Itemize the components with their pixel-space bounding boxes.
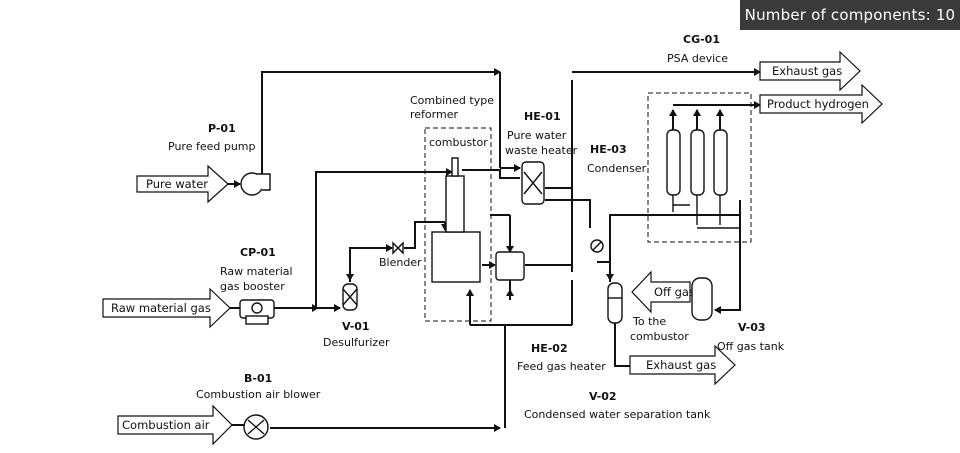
svg-text:Condenser: Condenser <box>587 162 647 175</box>
desulfurizer <box>342 283 358 311</box>
label-he01: HE-01 Pure water waste heater <box>505 110 578 157</box>
svg-text:CG-01: CG-01 <box>683 33 720 46</box>
label-v02: V-02 Condensed water separation tank <box>524 390 711 421</box>
svg-text:Exhaust gas: Exhaust gas <box>772 64 842 78</box>
off-gas-outlet-arrow: Off gas <box>631 270 695 314</box>
off-gas-tank <box>691 277 713 321</box>
condenser <box>590 239 604 253</box>
condensed-water-separation-tank <box>607 282 623 324</box>
feed-gas-heater <box>495 251 525 281</box>
combined-type-reformer <box>431 157 481 283</box>
label-cp01: CP-01 Raw material gas booster <box>220 246 293 293</box>
label-reformer: Combined type reformer combustor <box>410 94 494 149</box>
raw-material-gas-inlet-arrow: Raw material gas <box>102 287 231 329</box>
blender <box>392 241 404 255</box>
label-v03: V-03 Off gas tank <box>717 321 785 353</box>
label-he02: HE-02 Feed gas heater <box>517 342 606 373</box>
exhaust-gas-bottom-outlet-arrow: Exhaust gas <box>629 344 736 386</box>
svg-text:V-03: V-03 <box>738 321 766 334</box>
svg-text:Pure water: Pure water <box>146 177 208 191</box>
pure-feed-pump <box>240 172 271 196</box>
label-cg01: CG-01 PSA device <box>667 33 728 65</box>
exhaust-gas-top-outlet-arrow: Exhaust gas <box>759 50 861 92</box>
label-blender: Blender <box>379 256 422 269</box>
svg-text:CP-01: CP-01 <box>240 246 276 259</box>
component-count-badge: Number of components: 10 <box>740 0 960 30</box>
psa-device-boundary <box>647 92 752 243</box>
svg-text:Combustion air blower: Combustion air blower <box>196 388 321 401</box>
svg-text:combustor: combustor <box>630 330 689 343</box>
svg-text:reformer: reformer <box>410 108 458 121</box>
svg-text:B-01: B-01 <box>244 372 272 385</box>
svg-text:HE-02: HE-02 <box>531 342 568 355</box>
svg-text:V-02: V-02 <box>589 390 617 403</box>
svg-text:combustor: combustor <box>429 136 488 149</box>
svg-text:Condensed water separation tan: Condensed water separation tank <box>524 408 711 421</box>
svg-text:PSA device: PSA device <box>667 52 728 65</box>
pure-water-waste-heater <box>521 161 545 205</box>
svg-text:V-01: V-01 <box>342 320 370 333</box>
label-v01: V-01 Desulfurizer <box>323 320 390 349</box>
svg-text:Product hydrogen: Product hydrogen <box>767 97 869 111</box>
svg-text:Exhaust gas: Exhaust gas <box>646 358 716 372</box>
label-b01: B-01 Combustion air blower <box>196 372 321 401</box>
combustion-air-blower <box>243 414 269 440</box>
label-p01: P-01 Pure feed pump <box>168 122 256 153</box>
svg-text:HE-01: HE-01 <box>524 110 561 123</box>
psa-columns <box>666 129 728 196</box>
svg-text:Combustion air: Combustion air <box>122 418 210 432</box>
combined-reformer-boundary <box>424 127 492 322</box>
svg-text:waste heater: waste heater <box>505 144 578 157</box>
product-hydrogen-outlet-arrow: Product hydrogen <box>759 83 883 125</box>
label-he03: HE-03 Condenser <box>587 143 647 175</box>
svg-text:P-01: P-01 <box>208 122 236 135</box>
svg-text:Desulfurizer: Desulfurizer <box>323 336 390 349</box>
svg-text:Pure feed pump: Pure feed pump <box>168 140 256 153</box>
svg-text:Combined type: Combined type <box>410 94 494 107</box>
svg-text:HE-03: HE-03 <box>590 143 627 156</box>
svg-text:To the: To the <box>632 315 666 328</box>
label-to-combustor: To the combustor <box>630 315 689 343</box>
svg-text:Raw material: Raw material <box>220 265 293 278</box>
svg-text:Off gas: Off gas <box>654 285 695 299</box>
svg-text:Pure water: Pure water <box>507 129 567 142</box>
svg-text:gas booster: gas booster <box>220 280 285 293</box>
svg-text:Raw material gas: Raw material gas <box>111 301 211 315</box>
svg-text:Feed gas heater: Feed gas heater <box>517 360 606 373</box>
raw-material-gas-booster <box>239 299 275 325</box>
svg-text:Off gas tank: Off gas tank <box>717 340 785 353</box>
combustion-air-inlet-arrow: Combustion air <box>117 404 233 446</box>
pure-water-inlet-arrow: Pure water <box>136 164 229 204</box>
